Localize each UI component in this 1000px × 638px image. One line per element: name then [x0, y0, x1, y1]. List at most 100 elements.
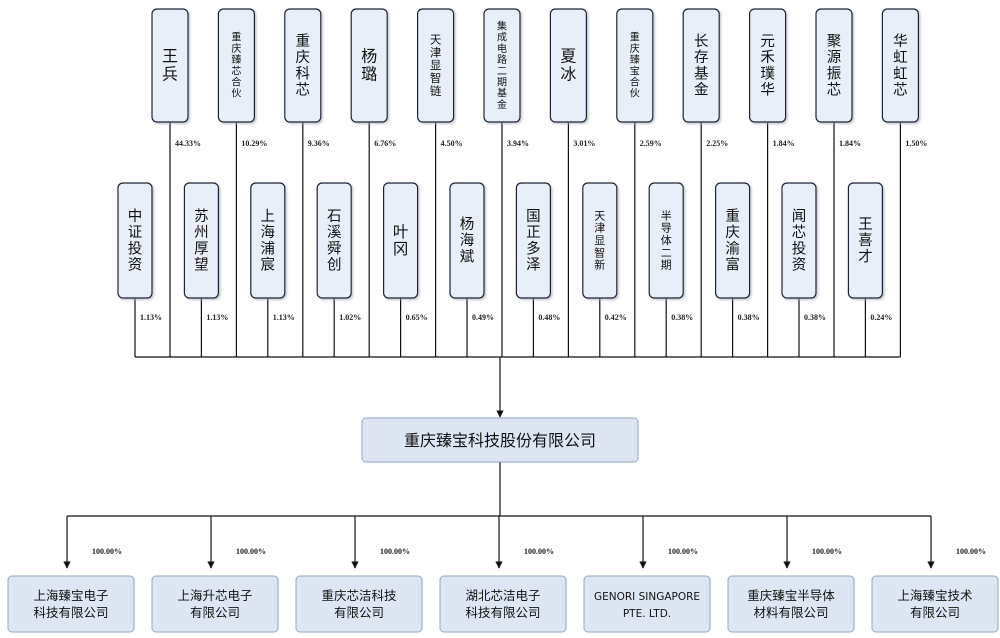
subsidiary-name-line: 有限公司 — [910, 605, 960, 620]
shareholding-pct-top: 2.59% — [640, 139, 662, 148]
subsidiary-name-line: GENORI SINGAPORE — [594, 591, 700, 603]
shareholder-name-second: 重庆渝富 — [725, 208, 740, 274]
shareholder-name-top: 长存基金 — [694, 33, 709, 99]
subsidiary-name-line: 上海臻宝技术 — [897, 588, 973, 603]
shareholding-pct-top: 10.29% — [241, 139, 267, 148]
subsidiary-name-line: 科技有限公司 — [465, 605, 540, 620]
entity-labels: 王兵 44.33% 重庆臻芯合伙 10.29% 重庆科芯 9.36% 杨璐 6.76% 天津显智… — [33, 20, 986, 621]
shareholding-pct-top: 6.76% — [374, 139, 396, 148]
shareholder-name-top: 重庆科芯 — [296, 33, 311, 99]
shareholding-pct-second: 0.65% — [406, 313, 428, 322]
shareholding-pct-second: 0.48% — [538, 313, 560, 322]
shareholder-name-top: 聚源振芯 — [827, 34, 842, 99]
subsidiary-box — [871, 575, 999, 633]
shareholder-box-top — [815, 8, 853, 123]
shareholding-pct-top: 4.50% — [441, 139, 463, 148]
shareholder-box-second — [449, 182, 485, 299]
shareholder-name-top: 杨璐 — [361, 47, 377, 84]
shareholder-name-top: 夏冰 — [560, 47, 576, 84]
shareholder-box-second — [714, 182, 751, 299]
shareholding-pct-top: 2.25% — [706, 139, 728, 148]
shareholder-box-top — [417, 8, 455, 123]
subsidiary-box — [439, 575, 567, 633]
subsidiary-pct: 100.00% — [236, 547, 266, 556]
shareholder-box-second — [250, 182, 286, 299]
company-box — [361, 417, 639, 463]
subsidiary-pct: 100.00% — [524, 547, 554, 556]
shareholding-pct-second: 1.13% — [140, 313, 162, 322]
shareholder-box-top — [748, 8, 787, 123]
subsidiary-pct: 100.00% — [92, 547, 122, 556]
subsidiary-name-line: 上海臻宝电子 — [33, 588, 108, 603]
shareholding-pct-second: 0.38% — [671, 313, 693, 322]
connector-lines — [63, 122, 935, 569]
shareholder-box-second — [515, 182, 552, 299]
shareholding-pct-top: 44.33% — [175, 139, 201, 148]
shareholder-name-second: 闻芯投资 — [792, 208, 807, 274]
shareholding-pct-top: 3.94% — [507, 139, 529, 148]
shareholding-pct-second: 0.42% — [605, 313, 627, 322]
subsidiary-box — [7, 575, 135, 633]
subsidiary-name-line: 科技有限公司 — [33, 605, 108, 620]
subsidiary-box — [583, 575, 711, 633]
shareholder-name-second: 杨海斌 — [460, 216, 475, 266]
shareholder-box-second — [847, 182, 884, 299]
company-name: 重庆臻宝科技股份有限公司 — [404, 431, 596, 450]
shareholder-box-top — [616, 8, 654, 123]
shareholder-name-top: 元禾璞华 — [760, 34, 775, 99]
shareholder-box-top — [549, 8, 588, 123]
subsidiary-name-line: 湖北芯洁电子 — [465, 588, 540, 603]
shareholding-pct-second: 1.02% — [339, 313, 361, 322]
subsidiary-pct: 100.00% — [380, 547, 410, 556]
shareholding-pct-top: 1.84% — [839, 139, 861, 148]
shareholder-name-top: 王兵 — [162, 47, 178, 84]
shareholder-name-top: 华虹虹芯 — [893, 33, 908, 99]
subsidiary-name-line: 材料有限公司 — [753, 605, 828, 620]
shareholding-pct-second: 0.49% — [472, 313, 494, 322]
subsidiary-name-line: 有限公司 — [334, 605, 384, 620]
shareholder-name-second: 天津显智新 — [594, 209, 605, 271]
shareholding-pct-top: 3.01% — [573, 139, 595, 148]
shareholding-pct-top: 1.50% — [905, 139, 927, 148]
shareholder-box-second — [316, 182, 352, 299]
shareholder-box-top — [682, 8, 720, 123]
subsidiary-name-line: PTE. LTD. — [623, 608, 671, 620]
shareholding-pct-second: 0.38% — [804, 313, 826, 322]
subsidiary-name-line: 重庆臻宝半导体 — [747, 588, 835, 603]
shareholding-pct-top: 9.36% — [308, 139, 330, 148]
shareholder-name-top: 天津显智链 — [430, 32, 442, 98]
shareholder-name-top: 集成电路二期基金 — [497, 20, 507, 111]
shareholding-pct-second: 0.38% — [738, 313, 760, 322]
shareholder-box-second — [383, 182, 419, 299]
shareholder-name-second: 上海浦宸 — [261, 208, 276, 274]
subsidiary-pct: 100.00% — [956, 547, 986, 556]
shareholder-box-second — [183, 182, 219, 299]
shareholding-pct-second: 1.13% — [206, 313, 228, 322]
shareholding-pct-second: 1.13% — [273, 313, 295, 322]
subsidiary-pct: 100.00% — [812, 547, 842, 556]
entity-boxes — [7, 8, 999, 633]
shareholder-box-top — [350, 8, 388, 123]
shareholder-name-top: 重庆臻宝合伙 — [630, 31, 640, 100]
shareholder-box-second — [582, 182, 618, 299]
shareholding-pct-top: 1.84% — [773, 139, 795, 148]
shareholder-box-top — [483, 8, 521, 123]
subsidiary-name-line: 重庆芯洁科技 — [321, 588, 397, 603]
subsidiary-pct: 100.00% — [668, 547, 698, 556]
shareholder-name-top: 重庆臻芯合伙 — [231, 31, 241, 100]
shareholder-box-top — [151, 8, 189, 123]
shareholding-pct-second: 0.24% — [870, 313, 892, 322]
shareholder-name-second: 苏州厚望 — [194, 208, 209, 274]
shareholder-name-second: 石溪舜创 — [327, 209, 342, 274]
shareholder-box-top — [217, 8, 255, 123]
shareholder-box-second — [648, 182, 684, 299]
shareholder-box-top — [881, 8, 920, 123]
subsidiary-name-line: 上海升芯电子 — [177, 588, 252, 603]
shareholder-name-second: 半导体二期 — [661, 208, 672, 271]
shareholder-name-second: 中证投资 — [128, 208, 143, 274]
subsidiary-name-line: 有限公司 — [190, 605, 240, 620]
shareholder-name-second: 叶冈 — [393, 223, 409, 258]
subsidiary-box — [727, 575, 855, 633]
shareholder-box-second — [117, 182, 153, 299]
